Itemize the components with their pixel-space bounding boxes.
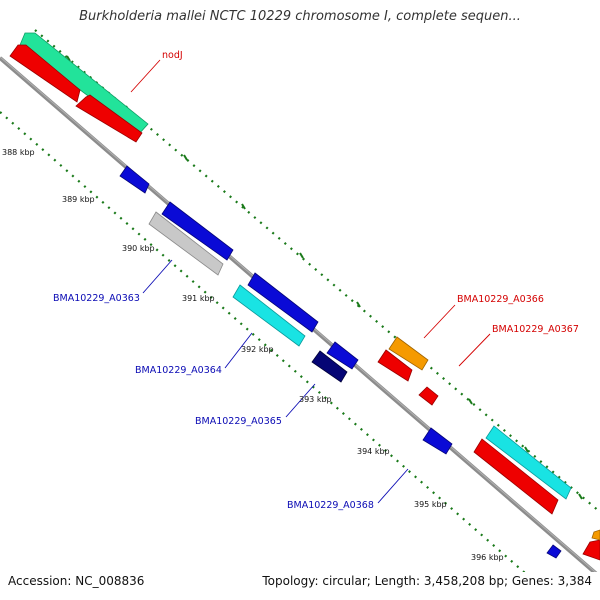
gene-features xyxy=(9,32,600,561)
gene-red-1[interactable] xyxy=(9,44,81,103)
gene-label-a0364[interactable]: BMA10229_A0364 xyxy=(135,365,222,376)
leader-lines xyxy=(130,59,491,504)
gene-label-a0367[interactable]: BMA10229_A0367 xyxy=(492,324,579,335)
gene-cyan-2[interactable] xyxy=(485,425,572,500)
outer-major-tick xyxy=(578,493,583,500)
kbp-label: 394 kbp xyxy=(357,447,390,456)
leader-a0363 xyxy=(142,259,173,294)
outer-major-tick xyxy=(468,398,473,405)
gene-orange-1[interactable] xyxy=(388,336,429,371)
leader-a0366 xyxy=(423,304,456,339)
gene-red-3[interactable] xyxy=(377,349,413,382)
gene-blue-4[interactable] xyxy=(326,341,359,370)
gene-green-1[interactable] xyxy=(19,32,149,135)
kbp-label: 392 kbp xyxy=(241,345,274,354)
outer-major-tick xyxy=(299,252,304,259)
gene-navy-1[interactable] xyxy=(311,350,348,383)
outer-major-tick xyxy=(524,446,529,453)
outer-major-tick xyxy=(66,55,71,62)
outer-major-tick xyxy=(183,154,188,161)
leader-a0364 xyxy=(224,332,253,369)
gene-gray-1[interactable] xyxy=(148,211,224,276)
gene-label-a0366[interactable]: BMA10229_A0366 xyxy=(457,294,544,305)
kbp-label: 388 kbp xyxy=(2,148,35,157)
gene-red-6[interactable] xyxy=(582,539,600,561)
gene-label-nodJ[interactable]: nodJ xyxy=(162,50,183,61)
gene-orange-2[interactable] xyxy=(591,529,600,541)
topology-summary: Topology: circular; Length: 3,458,208 bp… xyxy=(262,574,592,588)
gene-red-2[interactable] xyxy=(75,94,143,143)
kbp-labels: 388 kbp 389 kbp 390 kbp 391 kbp 392 kbp … xyxy=(2,148,504,562)
gene-labels: nodJ BMA10229_A0363 BMA10229_A0364 BMA10… xyxy=(53,50,579,511)
kbp-label: 389 kbp xyxy=(62,195,95,204)
leader-a0365 xyxy=(285,383,316,418)
kbp-label: 391 kbp xyxy=(182,294,215,303)
gene-label-a0365[interactable]: BMA10229_A0365 xyxy=(195,416,282,427)
gene-red-4[interactable] xyxy=(418,386,439,406)
outer-major-tick xyxy=(356,301,361,308)
kbp-label: 395 kbp xyxy=(414,500,447,509)
gene-blue-5[interactable] xyxy=(422,427,453,455)
gene-blue-6[interactable] xyxy=(546,544,562,559)
gene-blue-3[interactable] xyxy=(247,272,319,333)
map-title: Burkholderia mallei NCTC 10229 chromosom… xyxy=(79,9,521,24)
gene-label-a0368[interactable]: BMA10229_A0368 xyxy=(287,500,374,511)
kbp-label: 393 kbp xyxy=(299,395,332,404)
accession-text: Accession: NC_008836 xyxy=(8,574,145,588)
leader-a0367 xyxy=(458,333,491,367)
leader-nodJ xyxy=(130,59,161,93)
kbp-label: 390 kbp xyxy=(122,244,155,253)
gene-label-a0363[interactable]: BMA10229_A0363 xyxy=(53,293,140,304)
outer-major-tick xyxy=(241,203,246,210)
gene-red-5[interactable] xyxy=(473,438,559,515)
gene-cyan-1[interactable] xyxy=(232,284,306,347)
gene-blue-1[interactable] xyxy=(119,165,150,194)
kbp-label: 396 kbp xyxy=(471,553,504,562)
leader-a0368 xyxy=(377,468,409,504)
gene-blue-2[interactable] xyxy=(161,201,234,261)
